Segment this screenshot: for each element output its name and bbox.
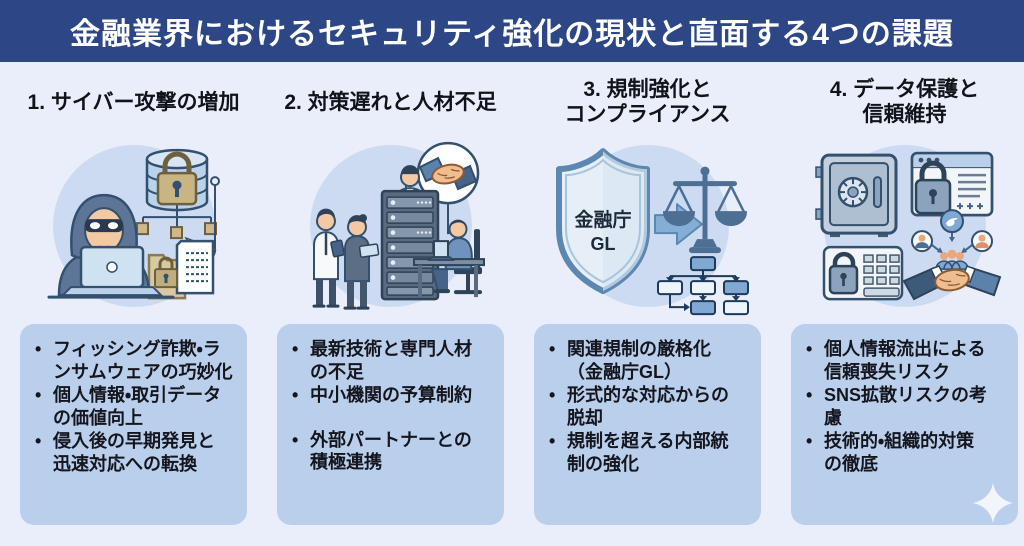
illustration-data-protection [814, 145, 1001, 307]
bullet-box-regulation: 関連規制の厳格化 （金融庁GL）形式的な対応からの 脱却規制を超える内部統 制の… [534, 324, 761, 525]
column-data-protection: 4. データ保護と 信頼維持 [791, 62, 1018, 525]
bullet-box-data-protection: 個人情報流出による 信頼喪失リスクSNS拡散リスクの考 慮技術的・組織的対策 の… [791, 324, 1018, 525]
header-banner: 金融業界におけるセキュリティ強化の現状と直面する4つの課題 [0, 0, 1024, 62]
keypad-lock-icon [822, 245, 903, 301]
bullet-item: SNS拡散リスクの考 慮 [801, 384, 1010, 429]
column-title-2: 2. 対策遅れと人材不足 [284, 90, 497, 114]
bullet-item: 個人情報・取引データ の価値向上 [30, 384, 239, 429]
bullet-list: 関連規制の厳格化 （金融庁GL）形式的な対応からの 脱却規制を超える内部統 制の… [544, 338, 753, 475]
database-lock-icon [135, 148, 217, 240]
handshake-network-icon [902, 209, 1001, 301]
shield-text-line2: GL [590, 234, 615, 254]
bullet-box-talent-shortage: 最新技術と専門人材 の不足中小機関の予算制約外部パートナーとの 積極連携 [277, 324, 504, 525]
desk-laptop-icon [412, 240, 485, 298]
scales-of-justice-icon [662, 166, 747, 254]
hacker-icon [47, 193, 174, 299]
bullet-item: 形式的な対応からの 脱却 [544, 384, 753, 429]
bullet-item: 関連規制の厳格化 （金融庁GL） [544, 338, 753, 383]
talent-shortage-art [312, 141, 485, 310]
cyber-attack-art [47, 148, 220, 300]
bullet-item: フィッシング詐欺・ラ ンサムウェアの巧妙化 [30, 338, 239, 383]
flowchart-icon [656, 256, 749, 316]
safe-icon [814, 153, 897, 238]
bullet-item: 外部パートナーとの 積極連携 [287, 429, 496, 474]
bullet-item: 侵入後の早期発見と 迅速対応への転換 [30, 430, 239, 475]
shield-text-line1: 金融庁 [574, 208, 631, 231]
bullet-item: 個人情報流出による 信頼喪失リスク [801, 338, 1010, 383]
standing-people-icon [312, 208, 379, 310]
column-title-1: 1. サイバー攻撃の増加 [27, 90, 240, 114]
bullet-item: 規制を超える内部統 制の強化 [544, 430, 753, 475]
fsa-shield-icon: 金融庁 GL [555, 148, 650, 295]
bullet-box-cyber-attacks: フィッシング詐欺・ラ ンサムウェアの巧妙化個人情報・取引データ の価値向上侵入後… [20, 324, 247, 525]
bullet-list: 個人情報流出による 信頼喪失リスクSNS拡散リスクの考 慮技術的・組織的対策 の… [801, 338, 1010, 475]
regulation-art: 金融庁 GL [555, 148, 749, 316]
column-talent-shortage: 2. 対策遅れと人材不足 [277, 62, 504, 525]
secure-browser-icon [910, 151, 993, 217]
sparkle-icon [973, 483, 1013, 523]
phishing-hook-icon [147, 176, 220, 300]
bullet-item: 最新技術と専門人材 の不足 [287, 338, 496, 383]
page-title: 金融業界におけるセキュリティ強化の現状と直面する4つの課題 [70, 18, 954, 51]
illustration-regulation: 金融庁 GL [555, 145, 749, 316]
server-rack-icon [380, 189, 439, 301]
illustration-cyber-attack [47, 145, 220, 307]
column-title-4: 4. データ保護と 信頼維持 [829, 78, 980, 126]
data-protection-art [814, 151, 1001, 301]
bullet-list: 最新技術と専門人材 の不足中小機関の予算制約外部パートナーとの 積極連携 [287, 338, 496, 474]
bullet-item: 中小機関の予算制約 [287, 384, 496, 407]
columns-container: 1. サイバー攻撃の増加 [0, 62, 1024, 525]
column-title-3: 3. 規制強化と コンプライアンス [564, 78, 731, 126]
bullet-list: フィッシング詐欺・ラ ンサムウェアの巧妙化個人情報・取引データ の価値向上侵入後… [30, 338, 239, 475]
partnership-handshake-icon [416, 141, 479, 205]
column-cyber-attacks: 1. サイバー攻撃の増加 [20, 62, 247, 525]
illustration-talent-shortage [309, 141, 485, 310]
column-regulation-compliance: 3. 規制強化と コンプライアンス 金融庁 GL [534, 62, 761, 525]
bullet-item: 技術的・組織的対策 の徹底 [801, 430, 1010, 475]
